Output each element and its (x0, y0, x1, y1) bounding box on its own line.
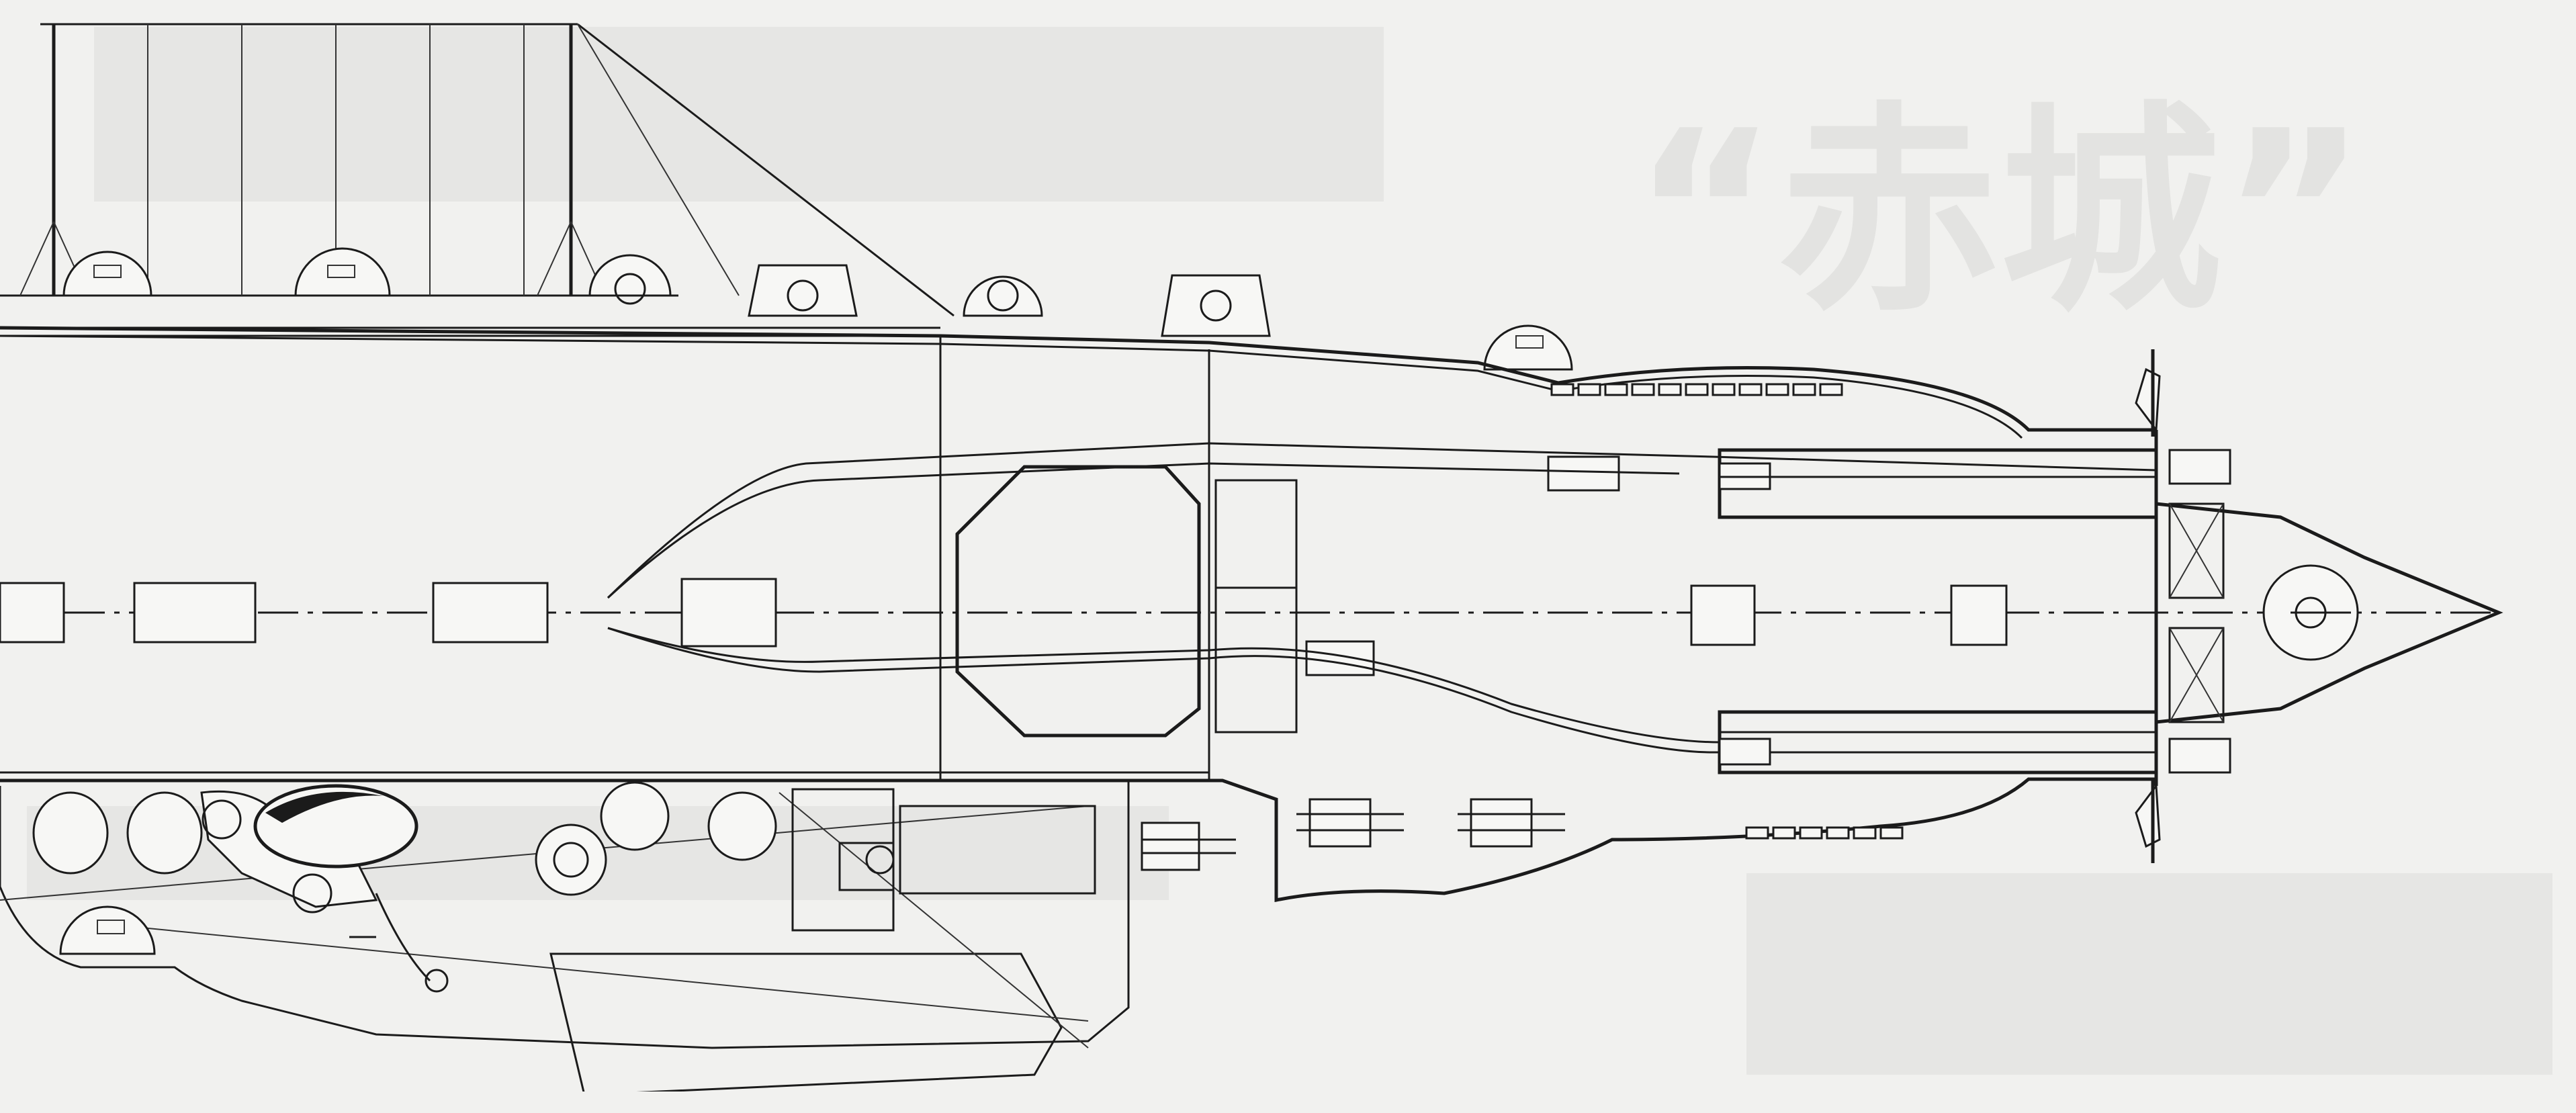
lower-sponson-area (0, 779, 1130, 1096)
top-gun-tubs (62, 247, 1573, 371)
central-octagon-structure (955, 455, 1620, 738)
flight-deck-outline (0, 326, 2156, 903)
caption-strip (0, 1092, 2576, 1113)
lower-gun-mounts (1141, 798, 1565, 871)
forward-deck-blocks (1718, 430, 2158, 786)
deck-elevators (0, 578, 2008, 648)
background-title-text: “赤城” (1632, 83, 2367, 341)
deck-edge-vents (1550, 383, 1904, 840)
deck-curved-lines (607, 442, 2157, 754)
bow-structure (2135, 349, 2503, 863)
